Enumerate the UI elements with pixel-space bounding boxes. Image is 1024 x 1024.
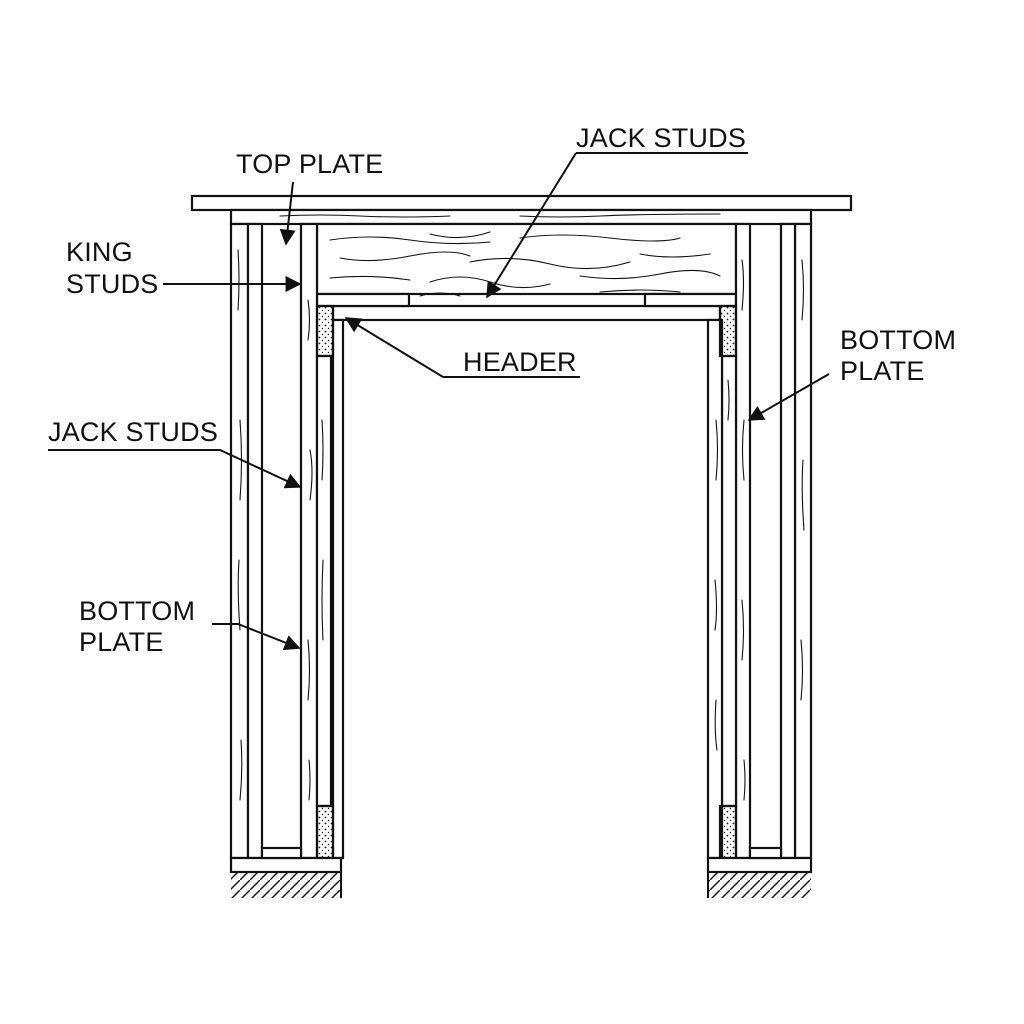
label-top-plate: TOP PLATE: [236, 149, 384, 179]
leader-jack-studs-left: [48, 449, 302, 489]
header-board: [331, 304, 722, 322]
left-outer-stud: [229, 222, 250, 860]
label-jack-studs-left: JACK STUDS: [48, 417, 219, 447]
label-king-studs-line2: STUDS: [66, 269, 159, 299]
label-bottom-plate-right-line1: BOTTOM: [840, 325, 957, 355]
leader-header: [344, 317, 580, 378]
label-bottom-plate-left-line2: PLATE: [79, 627, 164, 657]
label-bottom-plate-left-line1: BOTTOM: [79, 596, 196, 626]
label-bottom-plate-right-line2: PLATE: [840, 356, 925, 386]
right-outer-stud: [793, 222, 813, 860]
left-block-top: [315, 304, 335, 358]
right-block-bottom: [718, 804, 738, 860]
header-shim-left: [315, 292, 411, 308]
leader-bottom-plate-left: [212, 623, 301, 651]
header-shim-right: [643, 292, 738, 308]
left-block-bottom: [315, 804, 335, 860]
right-door-jamb: [706, 318, 724, 860]
leader-jack-studs-top: [487, 152, 748, 297]
left-jack-stud: [315, 354, 333, 808]
right-king-stud: [779, 222, 797, 860]
label-king-studs-line1: KING: [66, 237, 133, 267]
right-block-top: [718, 304, 738, 358]
right-jack-stud: [720, 354, 738, 808]
right-inner-sill: [748, 846, 783, 860]
left-door-jamb: [331, 318, 345, 860]
leader-top-plate: [279, 181, 296, 246]
right-stud-inner: [734, 222, 752, 860]
label-header: HEADER: [463, 347, 577, 377]
left-inner-sill: [260, 846, 303, 860]
left-king-stud: [246, 222, 264, 860]
label-jack-studs-top: JACK STUDS: [576, 123, 747, 153]
left-bottom-plate: [229, 856, 343, 874]
top-plate-lower: [229, 208, 813, 226]
wood-grain: [237, 213, 805, 801]
leader-lines: [48, 152, 830, 651]
right-bottom-plate: [706, 856, 813, 874]
leader-bottom-plate-right: [747, 373, 830, 421]
ground-hatching: [231, 858, 811, 898]
